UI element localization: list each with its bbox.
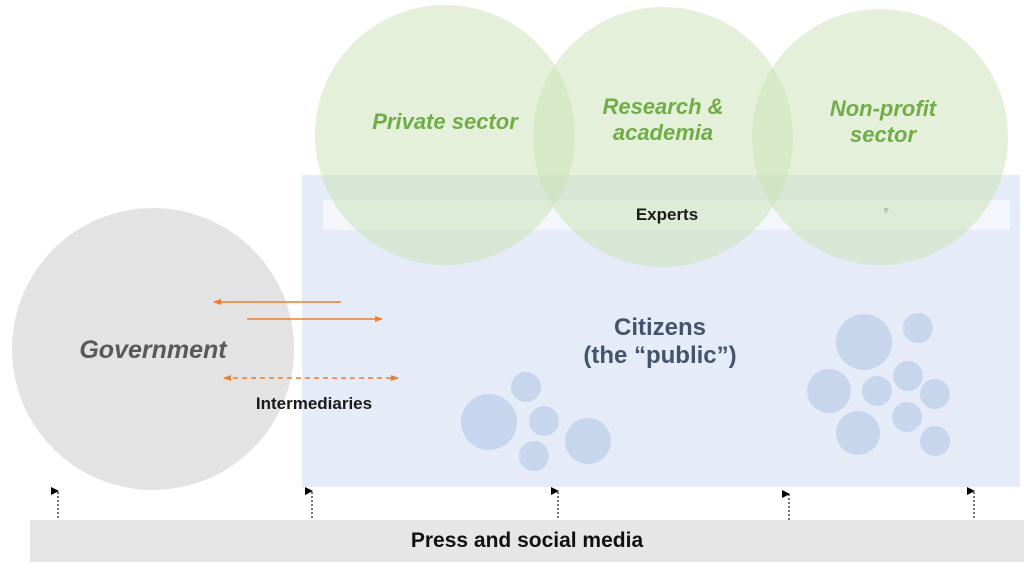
press-influence-arrows	[51, 487, 975, 520]
crowd-dot	[511, 372, 541, 402]
crowd-dot	[862, 376, 892, 406]
experts-label: Experts	[635, 205, 699, 224]
research-label: Research & academia	[602, 94, 724, 145]
press-label: Press and social media	[410, 529, 644, 552]
crowd-dot	[565, 418, 611, 464]
crowd-dot	[836, 314, 892, 370]
crowd-dot	[920, 379, 950, 409]
crowd-dot	[519, 441, 549, 471]
crowd-dot	[903, 313, 933, 343]
crowd-dot	[893, 361, 923, 391]
crowd-dot	[807, 369, 851, 413]
intermediaries-label: Intermediaries	[255, 394, 373, 413]
government-circle	[12, 208, 294, 490]
research-circle	[533, 7, 793, 267]
citizens-label: Citizens (the “public”)	[583, 314, 737, 370]
crowd-left	[461, 372, 611, 471]
private-sector-circle	[315, 5, 575, 265]
private-sector-label: Private sector	[372, 109, 518, 134]
crowd-right	[807, 313, 950, 456]
crowd-dot	[920, 426, 950, 456]
crowd-dot	[461, 394, 517, 450]
government-label: Government	[79, 336, 227, 364]
press-bar	[30, 520, 1024, 562]
nonprofit-circle	[752, 9, 1008, 265]
crowd-dot	[529, 406, 559, 436]
crowd-dot	[892, 402, 922, 432]
crowd-dot	[836, 411, 880, 455]
nonprofit-label: Non-profit sector	[829, 96, 937, 147]
